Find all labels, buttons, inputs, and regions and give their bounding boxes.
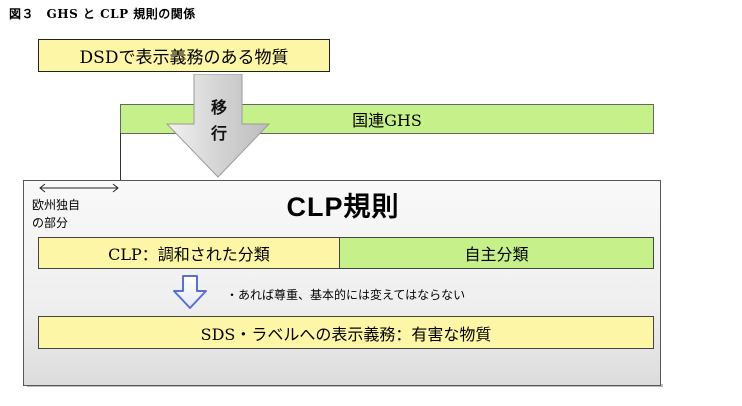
dsd-box: DSDで表示義務のある物質 [38, 39, 330, 72]
ghs-label: 国連GHS [352, 111, 422, 130]
sds-label-text: SDS・ラベルへの表示義務：有害な物質 [200, 324, 492, 344]
sds-label-obligation-box: SDS・ラベルへの表示義務：有害な物質 [38, 316, 654, 349]
europe-label-line2: の部分 [32, 216, 69, 230]
europe-label-line1: 欧州独自 [32, 198, 81, 212]
europe-specific-label: 欧州独自 の部分 [32, 196, 112, 232]
classification-row: CLP：調和された分類 自主分類 [38, 237, 654, 269]
clp-title-text: CLP規則 [286, 192, 400, 222]
note-text: ・あれば尊重、基本的には変えてはならない [226, 288, 466, 302]
europe-boundary-line [120, 133, 121, 185]
self-classification-box: 自主分類 [340, 238, 653, 268]
europe-span-arrow [39, 183, 119, 193]
down-arrow-icon [173, 275, 207, 309]
migration-label-line2: 行 [210, 124, 227, 143]
harmonized-label: CLP：調和された分類 [108, 245, 270, 264]
clp-title: CLP規則 [0, 185, 742, 224]
dsd-label: DSDで表示義務のある物質 [79, 48, 289, 68]
clp-regulation-panel [23, 180, 661, 386]
self-classification-label: 自主分類 [464, 245, 529, 264]
migration-arrow [166, 74, 270, 178]
migration-label-line1: 移 [210, 98, 227, 117]
migration-label: 移 行 [208, 95, 230, 147]
figure-caption: 図３ GHS と CLP 規則の関係 [9, 7, 196, 21]
harmonized-classification-box: CLP：調和された分類 [39, 238, 340, 268]
